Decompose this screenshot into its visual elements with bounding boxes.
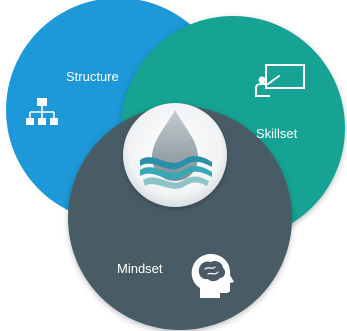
presentation-board-icon <box>255 64 305 97</box>
org-chart-icon <box>26 98 58 125</box>
mindset-label: Mindset <box>117 261 163 276</box>
structure-label: Structure <box>66 69 119 84</box>
brain-head-icon <box>191 254 234 298</box>
water-drop-logo-icon <box>140 110 212 189</box>
skillset-label: Skillset <box>256 126 298 141</box>
center-badge <box>123 103 227 207</box>
